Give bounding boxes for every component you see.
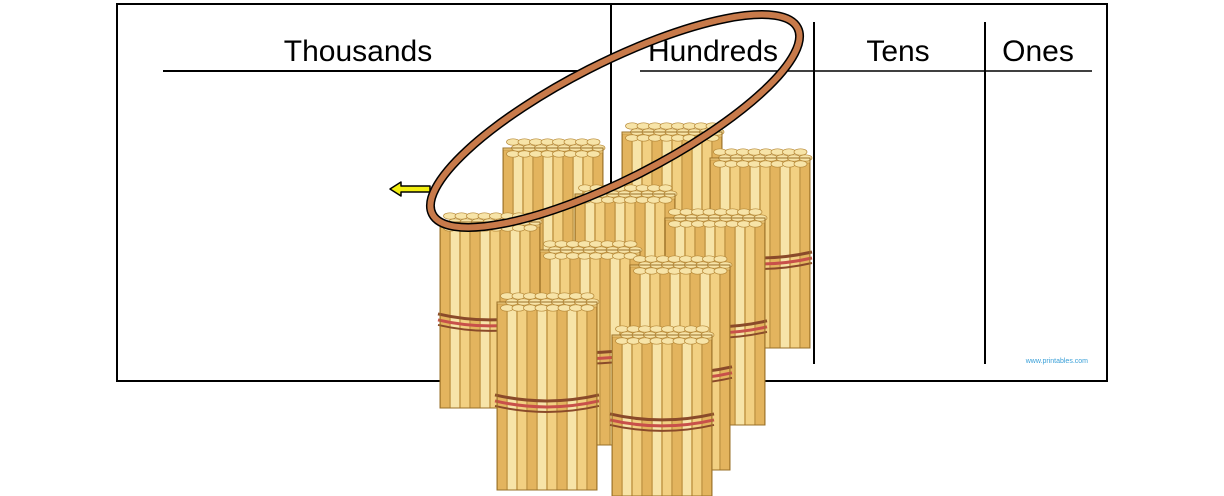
column-header-ones: Ones bbox=[1002, 35, 1074, 68]
rubber-band-ring-icon bbox=[425, 10, 805, 232]
column-header-thousands: Thousands bbox=[283, 35, 433, 68]
bundles-group bbox=[437, 122, 813, 496]
column-header-tens: Tens bbox=[866, 35, 930, 68]
column-header-hundreds: Hundreds bbox=[647, 35, 779, 68]
watermark-text: www.printables.com bbox=[1025, 358, 1088, 365]
left-arrow-icon bbox=[389, 181, 431, 197]
ten-stick-bundle bbox=[609, 325, 715, 496]
ten-stick-bundle bbox=[494, 292, 600, 491]
